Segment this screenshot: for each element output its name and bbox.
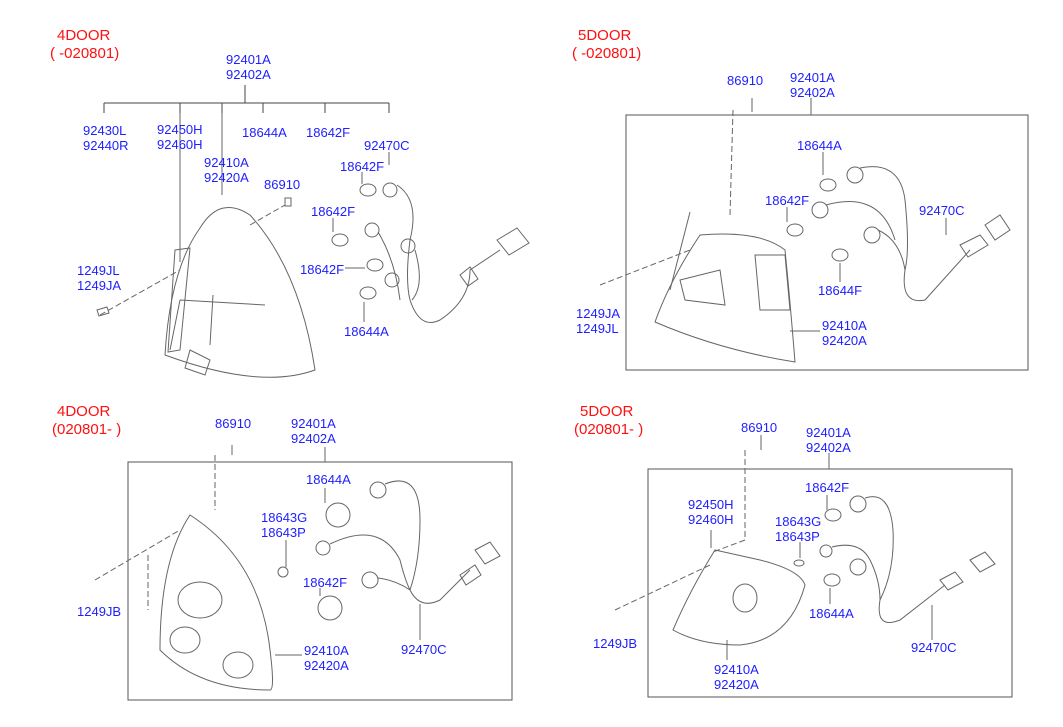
panel-1-date-range: ( -020801) [50, 45, 120, 62]
part-label-screw[interactable]: 1249JB [593, 636, 638, 651]
panel-3-art [94, 445, 513, 701]
part-label-bulb[interactable]: 18642F [303, 575, 348, 590]
panel-4-title: 5DOOR [580, 403, 634, 420]
part-label-harness[interactable]: 92470C [401, 642, 447, 657]
part-label-bulb[interactable]: 18642F [311, 204, 356, 219]
part-label-harness[interactable]: 92470C [911, 640, 957, 655]
panel-2-date-range: ( -020801) [572, 45, 642, 62]
part-label-bulb[interactable]: 18644A [242, 125, 287, 140]
part-label-bulb[interactable]: 18644A [797, 138, 842, 153]
panel-4-art [614, 435, 1013, 698]
part-label-bulb[interactable]: 18642F [300, 262, 345, 277]
part-label-bulb[interactable]: 18642F [805, 480, 850, 495]
panel-2-art [599, 98, 1029, 371]
part-label-clip[interactable]: 86910 [741, 420, 778, 435]
part-label-bulb[interactable]: 18644A [809, 606, 854, 621]
panel-1-title: 4DOOR [57, 27, 111, 44]
part-label-clip[interactable]: 86910 [264, 177, 301, 192]
part-label-bulb[interactable]: 18642F [306, 125, 351, 140]
part-label-bulb[interactable]: 18644A [344, 324, 389, 339]
part-label-screw[interactable]: 1249JB [77, 604, 122, 619]
part-label-bulb[interactable]: 18642F [340, 159, 385, 174]
part-label-harness[interactable]: 92470C [919, 203, 965, 218]
panel-4-date-range: (020801- ) [574, 421, 644, 438]
panel-1-art [96, 85, 530, 378]
panel-3-title: 4DOOR [57, 403, 111, 420]
part-label-bulb[interactable]: 18644F [818, 283, 863, 298]
part-label-clip[interactable]: 86910 [215, 416, 252, 431]
part-label-bulb[interactable]: 18644A [306, 472, 351, 487]
part-label-clip[interactable]: 86910 [727, 73, 764, 88]
panel-3-date-range: (020801- ) [52, 421, 122, 438]
part-label-harness[interactable]: 92470C [364, 138, 410, 153]
panel-2-title: 5DOOR [578, 27, 632, 44]
part-label-bulb[interactable]: 18642F [765, 193, 810, 208]
